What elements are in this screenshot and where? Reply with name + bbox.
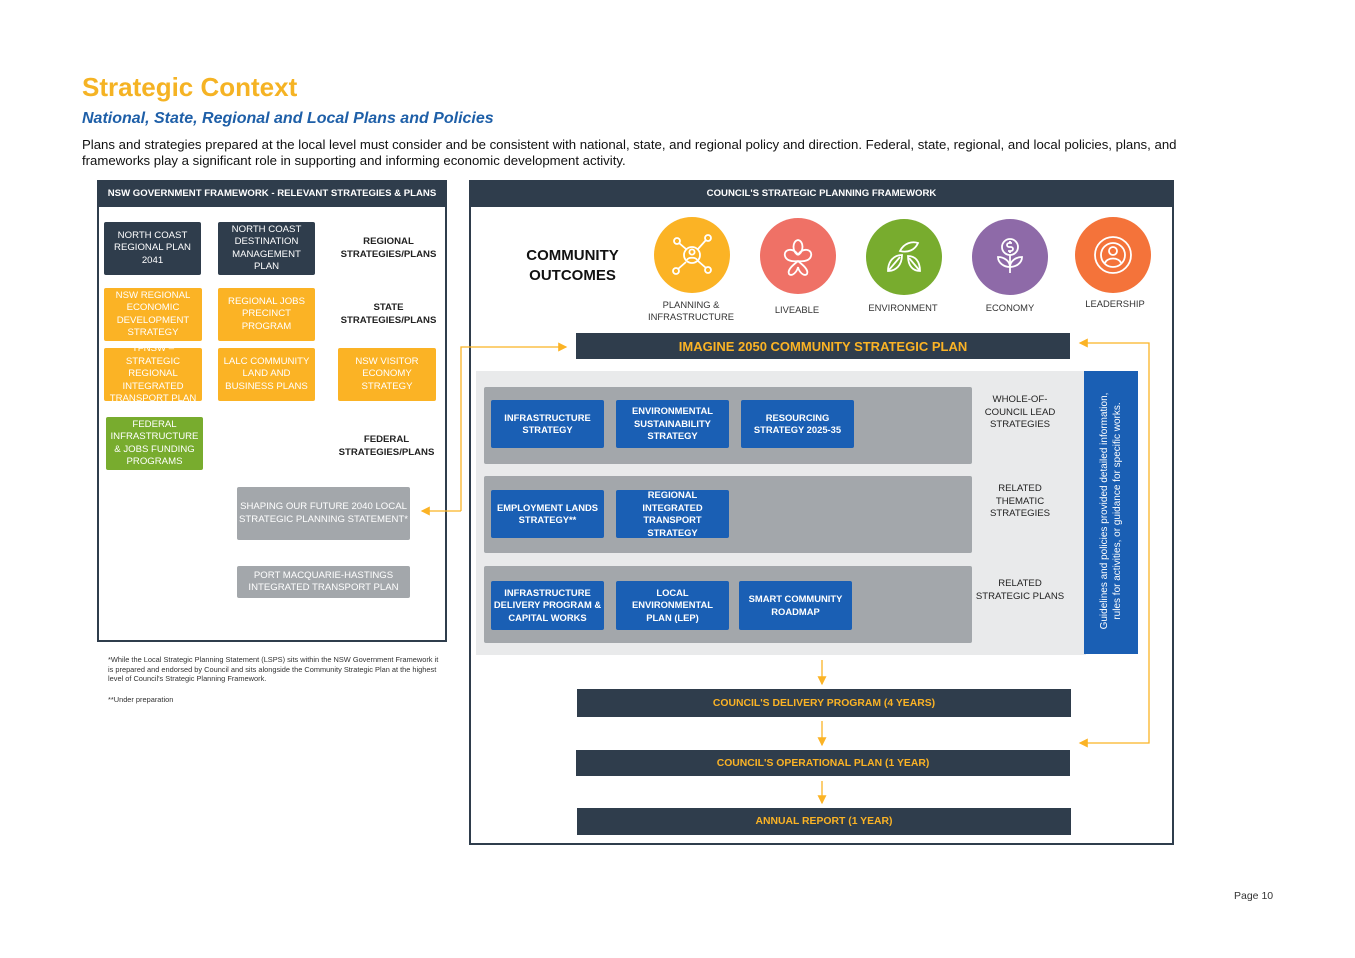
lalc-community-plans: LALC COMMUNITY LAND AND BUSINESS PLANS xyxy=(218,348,315,401)
regional-jobs-precinct: REGIONAL JOBS PRECINCT PROGRAM xyxy=(218,288,315,341)
council-framework-heading: COUNCIL'S STRATEGIC PLANNING FRAMEWORK xyxy=(469,180,1174,207)
footnote-under-preparation: **Under preparation xyxy=(108,695,174,704)
north-coast-regional-plan: NORTH COAST REGIONAL PLAN 2041 xyxy=(104,222,201,275)
leaves-icon xyxy=(887,241,921,272)
environmental-sustainability-strategy: ENVIRONMENTAL SUSTAINABILITY STRATEGY xyxy=(616,400,729,448)
guidelines-bar xyxy=(1084,371,1138,654)
right-loop-top-arrow xyxy=(1078,338,1150,430)
north-coast-destination-plan: NORTH COAST DESTINATION MANAGEMENT PLAN xyxy=(218,222,315,275)
environment-label: ENVIRONMENT xyxy=(868,302,938,313)
federal-strategies-label: FEDERAL STRATEGIES/PLANS xyxy=(338,434,435,458)
regional-integrated-transport-strategy: REGIONAL INTEGRATED TRANSPORT STRATEGY xyxy=(616,489,729,538)
heart-flower-icon xyxy=(783,239,813,276)
whole-of-council-label: WHOLE-OF-COUNCIL LEAD STRATEGIES xyxy=(984,394,1056,430)
infrastructure-strategy: INFRASTRUCTURE STRATEGY xyxy=(491,400,604,448)
community-strategic-plan-bar: IMAGINE 2050 COMMUNITY STRATEGIC PLAN xyxy=(576,333,1070,359)
person-target-icon xyxy=(1094,236,1132,274)
nsw-regional-econ-dev-strategy: NSW REGIONAL ECONOMIC DEVELOPMENT STRATE… xyxy=(104,288,202,341)
shaping-our-future-lsps: SHAPING OUR FUTURE 2040 LOCAL STRATEGIC … xyxy=(237,487,410,540)
liveable-label: LIVEABLE xyxy=(774,304,820,315)
leadership-circle xyxy=(1075,217,1151,293)
thematic-strategies-label: RELATED THEMATIC STRATEGIES xyxy=(989,483,1051,519)
employment-lands-strategy: EMPLOYMENT LANDS STRATEGY** xyxy=(491,490,604,538)
annual-report-bar: ANNUAL REPORT (1 YEAR) xyxy=(577,808,1071,835)
page-number: Page 10 xyxy=(1234,890,1274,902)
environment-circle xyxy=(866,219,942,295)
nsw-framework-heading: NSW GOVERNMENT FRAMEWORK - RELEVANT STRA… xyxy=(97,180,447,207)
operational-plan-bar: COUNCIL'S OPERATIONAL PLAN (1 YEAR) xyxy=(576,750,1070,776)
tfnsw-transport-plan: TFNSW –STRATEGIC REGIONAL INTEGRATED TRA… xyxy=(104,343,202,404)
regional-strategies-label: REGIONAL STRATEGIES/PLANS xyxy=(340,236,437,260)
federal-infrastructure-programs: FEDERAL INFRASTRUCTURE & JOBS FUNDING PR… xyxy=(106,417,203,470)
right-loop-bottom-arrow xyxy=(1078,430,1150,748)
local-environmental-plan: LOCAL ENVIRONMENTAL PLAN (LEP) xyxy=(616,581,729,630)
page-subtitle: National, State, Regional and Local Plan… xyxy=(82,110,494,127)
economy-circle xyxy=(972,219,1048,295)
strategic-plans-label: RELATED STRATEGIC PLANS xyxy=(975,578,1065,602)
intro-paragraph: Plans and strategies prepared at the loc… xyxy=(82,137,1177,168)
footnote-lsps: *While the Local Strategic Planning Stat… xyxy=(108,655,439,684)
network-people-icon xyxy=(672,234,712,275)
dollar-plant-icon xyxy=(997,238,1023,273)
state-strategies-label: STATE STRATEGIES/PLANS xyxy=(340,302,437,326)
pmh-integrated-transport-plan: PORT MACQUARIE-HASTINGS INTEGRATED TRANS… xyxy=(237,566,410,598)
smart-community-roadmap: SMART COMMUNITY ROADMAP xyxy=(739,581,852,630)
nsw-visitor-economy: NSW VISITOR ECONOMY STRATEGY xyxy=(338,348,436,401)
planning-infrastructure-label: PLANNING & INFRASTRUCTURE xyxy=(648,299,734,322)
delivery-program-bar: COUNCIL'S DELIVERY PROGRAM (4 YEARS) xyxy=(577,689,1071,717)
page-title: Strategic Context xyxy=(82,72,298,102)
planning-infrastructure-circle xyxy=(654,217,730,293)
liveable-circle xyxy=(760,218,836,294)
economy-label: ECONOMY xyxy=(985,302,1035,313)
infrastructure-delivery-program: INFRASTRUCTURE DELIVERY PROGRAM & CAPITA… xyxy=(491,581,604,630)
lsps-to-csp-arrow xyxy=(460,342,568,511)
community-outcomes-heading: COMMUNITY OUTCOMES xyxy=(526,247,619,284)
resourcing-strategy: RESOURCING STRATEGY 2025-35 xyxy=(741,400,854,448)
leadership-label: LEADERSHIP xyxy=(1085,298,1145,309)
